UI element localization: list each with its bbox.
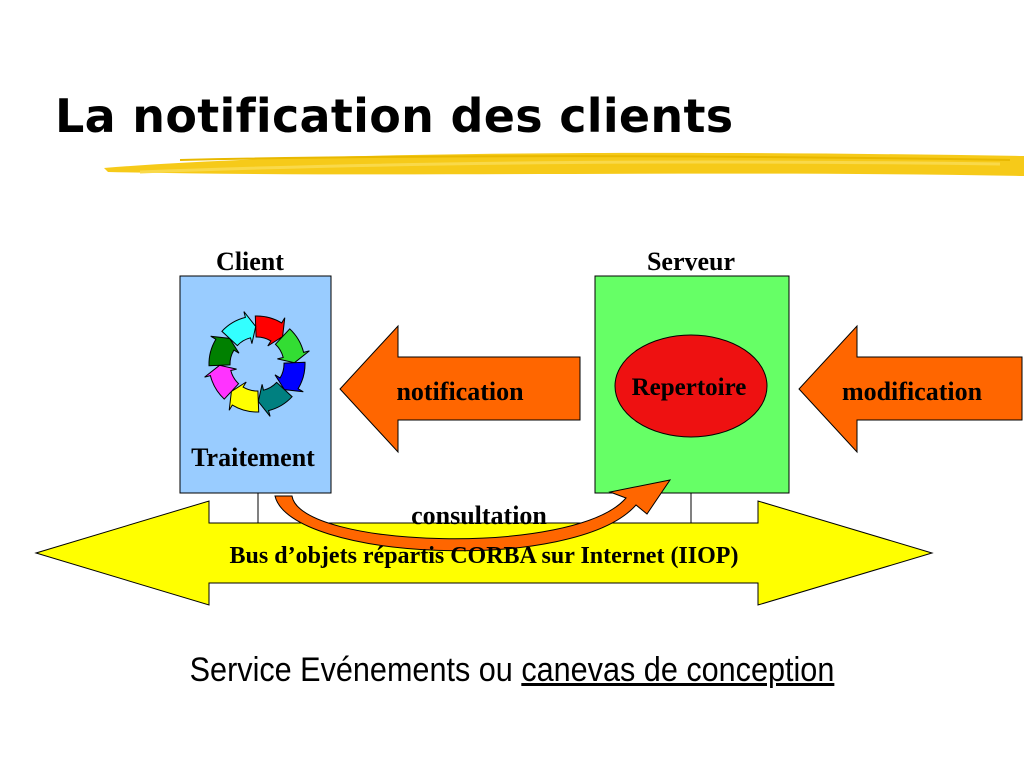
cycle-arrow-segment [221, 311, 257, 347]
consultation-arrow [274, 479, 672, 552]
slide-caption: Service Evénements ou canevas de concept… [51, 646, 973, 694]
modification-label: modification [842, 377, 983, 406]
consultation-label: consultation [411, 501, 547, 530]
bus-arrow [34, 500, 934, 606]
processing-label: Traitement [191, 443, 315, 472]
client-label: Client [216, 247, 284, 276]
bus-label: Bus d’objets répartis CORBA sur Internet… [230, 543, 739, 569]
caption-link[interactable]: canevas de conception [521, 651, 835, 689]
title-underline [104, 152, 1024, 176]
caption-text: Service Evénements ou [189, 651, 522, 689]
circular-process-arrows-icon [204, 311, 310, 417]
client-box [179, 275, 332, 494]
notification-arrow [339, 324, 581, 454]
server-label: Serveur [647, 247, 735, 276]
repository-label: Repertoire [632, 374, 747, 401]
modification-arrow [798, 324, 1023, 454]
slide-title: La notification des clients [55, 89, 734, 143]
repository-ellipse [614, 334, 768, 438]
notification-label: notification [396, 377, 524, 406]
